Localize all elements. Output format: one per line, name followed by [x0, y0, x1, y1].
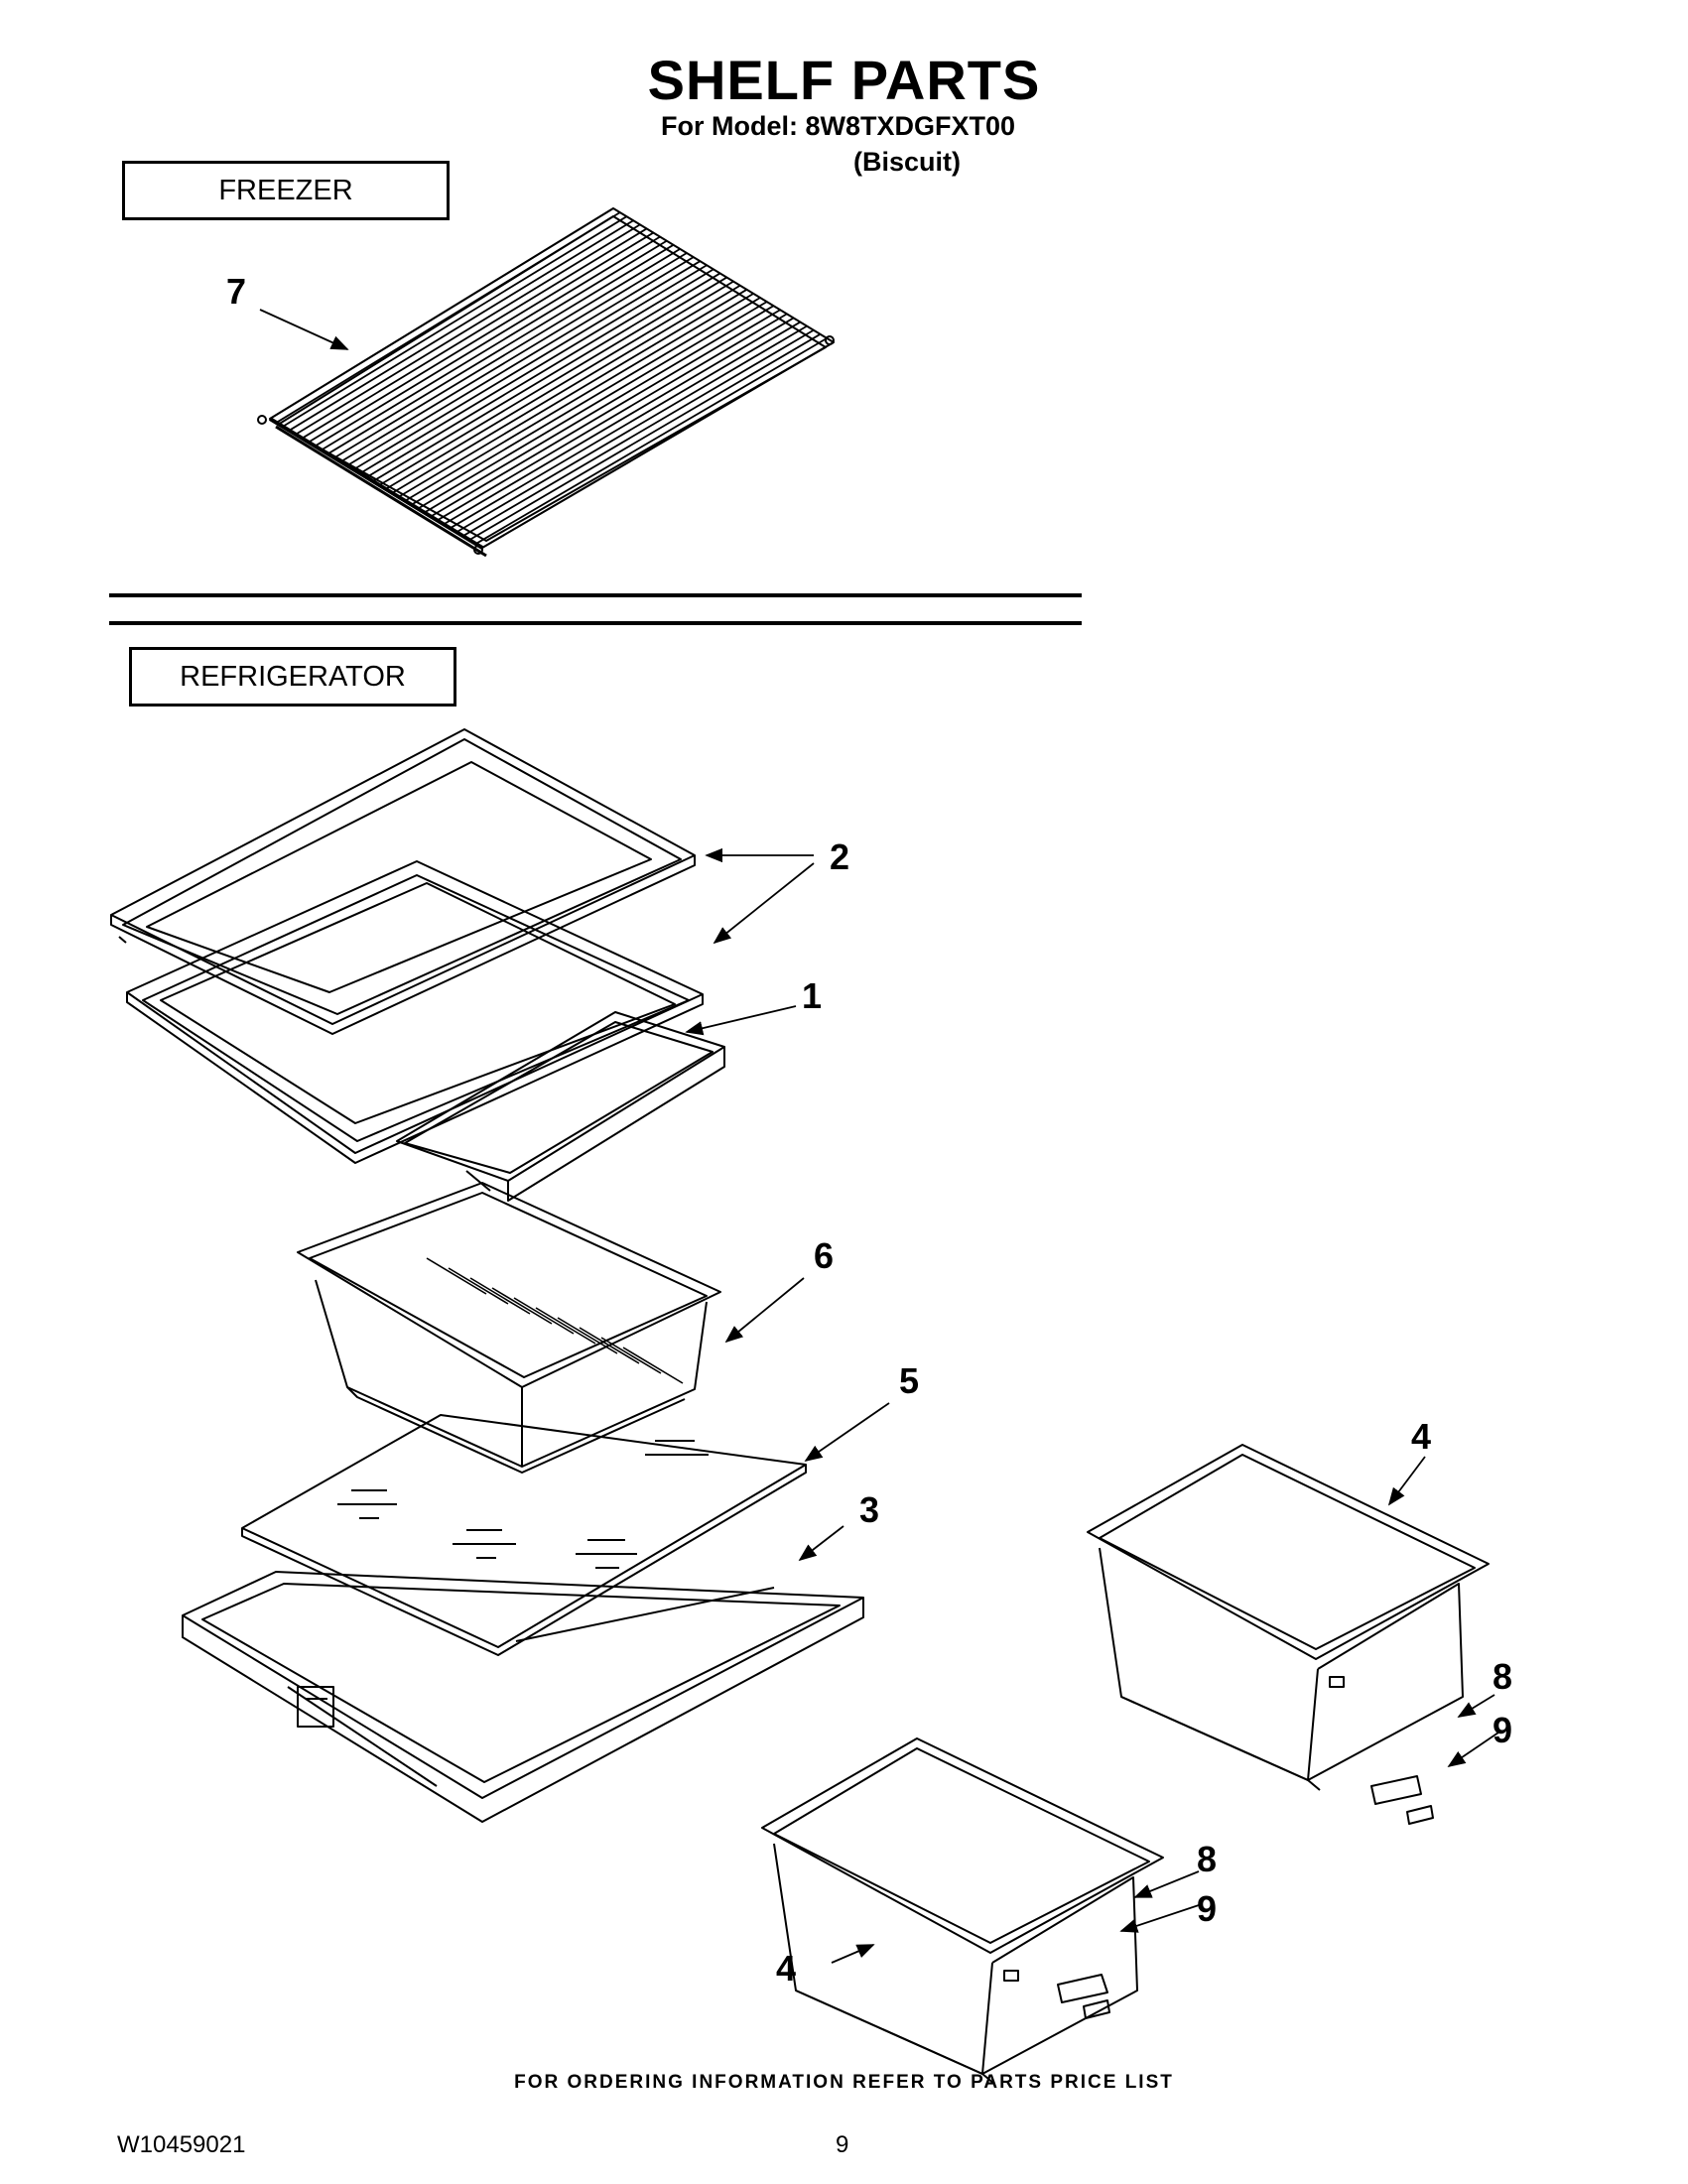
leader-arrows — [259, 309, 1499, 1964]
vegetable-drawer-left — [761, 1737, 1164, 2085]
callout-2: 2 — [830, 836, 849, 877]
drawer-label-left — [1057, 1974, 1108, 2003]
page-number: 9 — [836, 2131, 849, 2158]
callout-7: 7 — [226, 271, 246, 312]
freezer-wire-shelf — [257, 207, 835, 558]
glass-shelf-upper — [110, 728, 696, 1035]
callout-9-right: 9 — [1493, 1710, 1512, 1750]
shelf-frame — [396, 1011, 725, 1202]
glass-shelf-lower — [126, 860, 704, 1164]
document-number: W10459021 — [117, 2131, 246, 2158]
callout-8-left: 8 — [1197, 1839, 1217, 1879]
callout-4-right: 4 — [1411, 1416, 1431, 1457]
divider-rule-bottom — [109, 621, 1082, 625]
freezer-section-label: FREEZER — [122, 161, 450, 220]
drawer-clip-left — [1083, 1999, 1110, 2019]
glass-cover — [241, 1414, 807, 1656]
ordering-info-note: FOR ORDERING INFORMATION REFER TO PARTS … — [514, 2072, 1174, 2093]
page-title: SHELF PARTS — [647, 49, 1041, 111]
refrigerator-label-text: REFRIGERATOR — [180, 660, 406, 693]
callout-6: 6 — [814, 1235, 834, 1276]
model-number: For Model: 8W8TXDGFXT00 — [661, 111, 1016, 141]
callout-4-left: 4 — [776, 1948, 796, 1989]
callout-8-right: 8 — [1493, 1656, 1512, 1697]
callout-9-left: 9 — [1197, 1888, 1217, 1929]
freezer-label-text: FREEZER — [218, 174, 353, 206]
crisper-cover-frame — [182, 1571, 864, 1823]
crisper-pan — [297, 1182, 721, 1474]
vegetable-drawer-right — [1087, 1444, 1490, 1791]
model-variant: (Biscuit) — [853, 147, 961, 177]
refrigerator-section-label: REFRIGERATOR — [129, 647, 456, 707]
drawer-clip-right — [1406, 1805, 1434, 1825]
callout-5: 5 — [899, 1360, 919, 1401]
callout-3: 3 — [859, 1489, 879, 1530]
callout-1: 1 — [802, 975, 822, 1016]
drawer-label-right — [1370, 1775, 1422, 1805]
divider-rule-top — [109, 593, 1082, 597]
